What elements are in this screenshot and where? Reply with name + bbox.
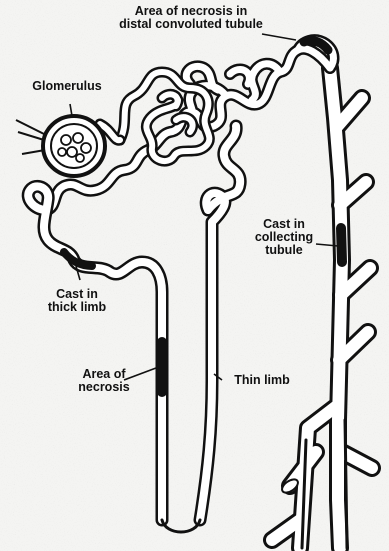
label-thin-limb-text: Thin limb — [222, 374, 302, 387]
label-distal-necrosis: Area of necrosis in distal convoluted tu… — [106, 5, 276, 31]
label-thin-limb: Thin limb — [222, 374, 302, 387]
label-cast-thick-line2: thick limb — [36, 301, 118, 314]
label-glomerulus: Glomerulus — [24, 80, 110, 93]
label-cast-collecting-line3: tubule — [252, 244, 316, 257]
label-glomerulus-text: Glomerulus — [24, 80, 110, 93]
label-necrosis-line2: necrosis — [72, 381, 136, 394]
label-necrosis: Area of necrosis — [72, 368, 136, 394]
label-cast-thick: Cast in thick limb — [36, 288, 118, 314]
label-distal-necrosis-line2: distal convoluted tubule — [106, 18, 276, 31]
label-cast-collecting: Cast in collecting tubule — [252, 218, 316, 257]
